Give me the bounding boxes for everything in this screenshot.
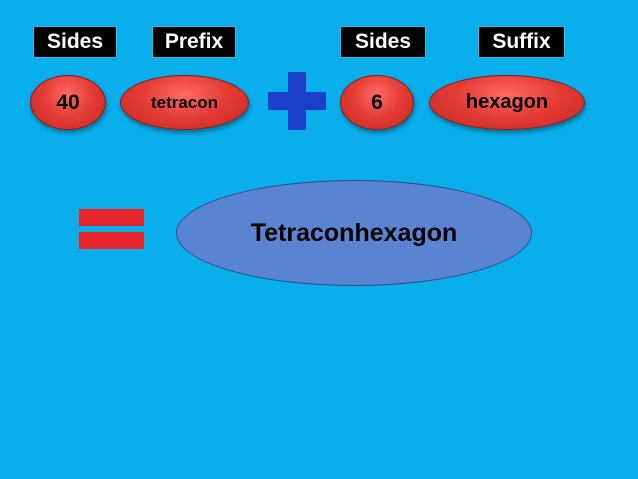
sides-label-left: Sides bbox=[34, 27, 116, 57]
sides-label-right: Sides bbox=[341, 27, 425, 57]
prefix-label: Prefix bbox=[153, 27, 235, 57]
suffix-label: Suffix bbox=[479, 27, 564, 57]
suffix-sides-value: 6 bbox=[340, 75, 414, 130]
result-name: Tetraconhexagon bbox=[176, 180, 532, 286]
prefix-name-value: tetracon bbox=[120, 75, 249, 130]
suffix-name-value: hexagon bbox=[429, 75, 585, 130]
prefix-sides-value: 40 bbox=[30, 75, 106, 130]
plus-icon bbox=[268, 72, 326, 130]
